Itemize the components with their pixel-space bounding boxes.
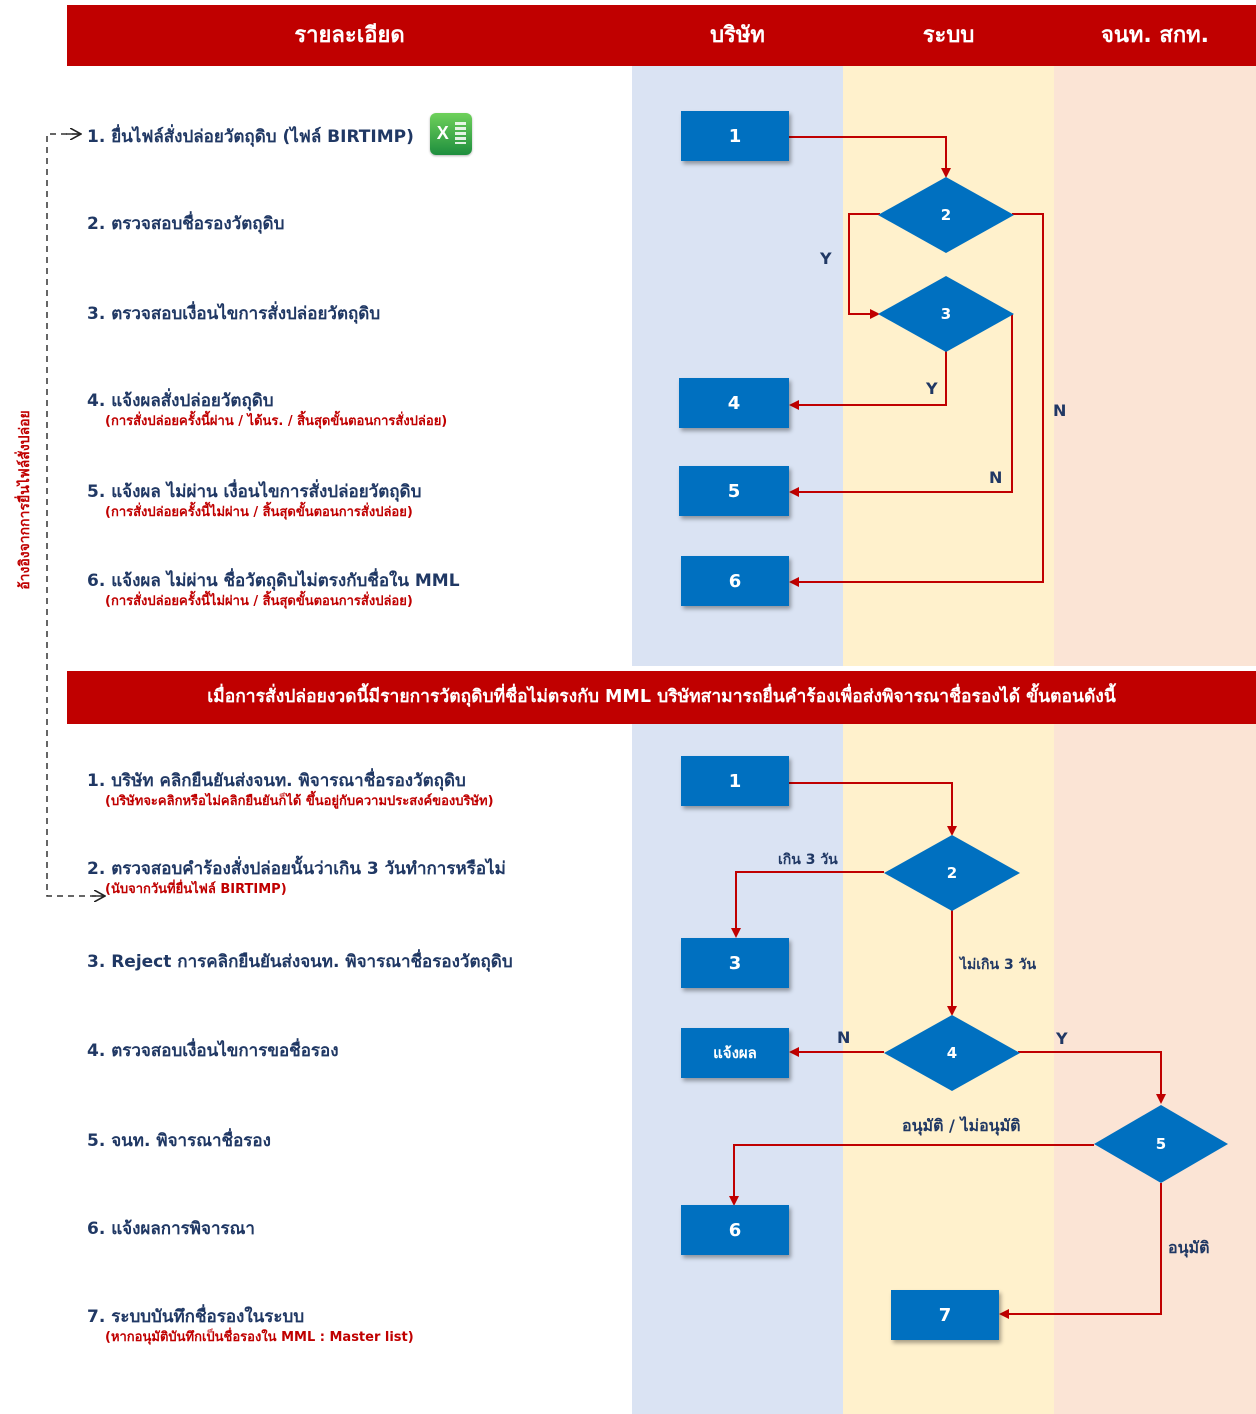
s2-step-3: 3. Reject การคลิกยืนยันส่งจนท. พิจารณาชื… [87,951,513,973]
lane-officer-1 [1054,66,1256,666]
s1-step-5-title: 5. แจ้งผล ไม่ผ่าน เงื่อนไขการสั่งปล่อยวั… [87,482,422,502]
edge2-d2-b3 [731,871,884,938]
s2-step-5-title: 5. จนท. พิจารณาชื่อรอง [87,1131,271,1151]
edge-b1-d2 [789,136,951,178]
s2-box-3: 3 [681,938,789,988]
s2-step-5: 5. จนท. พิจารณาชื่อรอง [87,1130,271,1152]
edge2-d5-b7 [999,1183,1162,1319]
s1-box-1: 1 [681,111,789,161]
excel-icon: X [429,113,472,155]
s2-step-3-title: 3. Reject การคลิกยืนยันส่งจนท. พิจารณาชื… [87,952,513,972]
s2-step-1: 1. บริษัท คลิกยืนยันส่งจนท. พิจารณาชื่อร… [87,770,494,812]
s2-step-2-title: 2. ตรวจสอบคำร้องสั่งปล่อยนั้นว่าเกิน 3 ว… [87,859,506,879]
s2-label-notover3: ไม่เกิน 3 วัน [960,957,1037,973]
s2-label-y: Y [1056,1029,1068,1048]
s1-box-5: 5 [679,466,789,516]
section2-banner-text: เมื่อการสั่งปล่อยงวดนี้มีรายการวัตถุดิบท… [207,687,1116,707]
header-officer: จนท. สกท. [1100,23,1210,48]
s2-decision-4: 4 [884,1015,1020,1091]
s2-step-2: 2. ตรวจสอบคำร้องสั่งปล่อยนั้นว่าเกิน 3 ว… [87,858,506,900]
s1-label-n-d3: N [989,468,1003,487]
s2-decision-2-label: 2 [946,864,958,882]
s1-step-6-title: 6. แจ้งผล ไม่ผ่าน ชื่อวัตถุดิบไม่ตรงกับช… [87,571,460,591]
edge-d3-b5-n [789,314,1013,497]
s2-box-6: 6 [681,1205,789,1255]
s2-decision-5: 5 [1094,1105,1228,1183]
s1-decision-3: 3 [878,276,1014,352]
s1-decision-2-label: 2 [940,206,952,224]
s2-step-1-note: (บริษัทจะคลิกหรือไม่คลิกยืนยันก็ได้ ขึ้น… [105,794,494,809]
s1-step-2-title: 2. ตรวจสอบชื่อรองวัตถุดิบ [87,214,285,234]
s1-step-4-note: (การสั่งปล่อยครั้งนี้ผ่าน / ได้นร. / สิ้… [105,414,448,429]
s2-step-1-title: 1. บริษัท คลิกยืนยันส่งจนท. พิจารณาชื่อร… [87,771,466,791]
section2-banner: เมื่อการสั่งปล่อยงวดนี้มีรายการวัตถุดิบท… [67,671,1256,724]
s2-step-6-title: 6. แจ้งผลการพิจารณา [87,1219,255,1239]
s1-decision-3-label: 3 [940,305,952,323]
s1-label-n-d2: N [1053,401,1067,420]
s2-decision-5-label: 5 [1155,1135,1167,1153]
edge2-d5-b6 [729,1144,1094,1206]
header-system: ระบบ [922,23,975,48]
edge-d2-b6-n [789,213,1044,587]
s1-step-1: 1. ยื่นไฟล์สั่งปล่อยวัตถุดิบ (ไฟล์ BIRTI… [87,113,472,158]
s1-label-y-d2: Y [820,249,832,268]
s1-step-4-title: 4. แจ้งผลสั่งปล่อยวัตถุดิบ [87,391,274,411]
s1-step-4: 4. แจ้งผลสั่งปล่อยวัตถุดิบ (การสั่งปล่อย… [87,390,447,432]
s1-label-y-d3: Y [926,379,938,398]
s2-step-6: 6. แจ้งผลการพิจารณา [87,1218,255,1240]
s2-label-n: N [837,1028,851,1047]
reference-dashed-line [46,133,104,897]
s1-step-5-note: (การสั่งปล่อยครั้งนี้ไม่ผ่าน / สิ้นสุดขั… [105,505,413,520]
lane-officer-2 [1054,724,1256,1414]
s1-step-2: 2. ตรวจสอบชื่อรองวัตถุดิบ [87,213,284,235]
edge2-b1-d2 [789,782,957,836]
edge-d2-d3-y [848,213,880,319]
s2-step-7-note: (หากอนุมัติบันทึกเป็นชื่อรองใน MML : Mas… [105,1330,414,1345]
s2-step-2-note: (นับจากวันที่ยื่นไฟล์ BIRTIMP) [105,882,287,897]
edge2-d4-d5-y [1018,1051,1166,1104]
s1-box-4: 4 [679,378,789,428]
s2-box-7: 7 [891,1290,999,1340]
header-company: บริษัท [710,23,765,48]
s1-box-6: 6 [681,556,789,606]
s2-label-over3: เกิน 3 วัน [778,852,838,868]
header-details: รายละเอียด [294,23,405,48]
s2-step-4: 4. ตรวจสอบเงื่อนไขการขอชื่อรอง [87,1040,339,1062]
s1-step-1-title: 1. ยื่นไฟล์สั่งปล่อยวัตถุดิบ (ไฟล์ BIRTI… [87,113,472,158]
s1-step-3-title: 3. ตรวจสอบเงื่อนไขการสั่งปล่อยวัตถุดิบ [87,304,381,324]
s2-box-1: 1 [681,756,789,806]
s1-step-6-note: (การสั่งปล่อยครั้งนี้ไม่ผ่าน / สิ้นสุดขั… [105,594,413,609]
s2-decision-4-label: 4 [946,1044,958,1062]
s1-step-5: 5. แจ้งผล ไม่ผ่าน เงื่อนไขการสั่งปล่อยวั… [87,481,421,523]
s2-step-4-title: 4. ตรวจสอบเงื่อนไขการขอชื่อรอง [87,1041,339,1061]
s2-box-notify: แจ้งผล [681,1028,789,1078]
edge-d3-b4-y [789,350,947,410]
header-band: รายละเอียด บริษัท ระบบ จนท. สกท. [67,5,1256,66]
lane-system-1 [843,66,1054,666]
s2-label-approve: อนุมัติ [1168,1238,1210,1257]
s2-step-7: 7. ระบบบันทึกชื่อรองในระบบ (หากอนุมัติบั… [87,1306,414,1348]
s2-label-approve-or-not: อนุมัติ / ไม่อนุมัติ [902,1116,1021,1135]
s2-step-7-title: 7. ระบบบันทึกชื่อรองในระบบ [87,1307,305,1327]
s2-decision-2: 2 [884,835,1020,911]
s1-step-3: 3. ตรวจสอบเงื่อนไขการสั่งปล่อยวัตถุดิบ [87,303,380,325]
s1-decision-2: 2 [878,177,1014,253]
s1-step-6: 6. แจ้งผล ไม่ผ่าน ชื่อวัตถุดิบไม่ตรงกับช… [87,570,460,612]
